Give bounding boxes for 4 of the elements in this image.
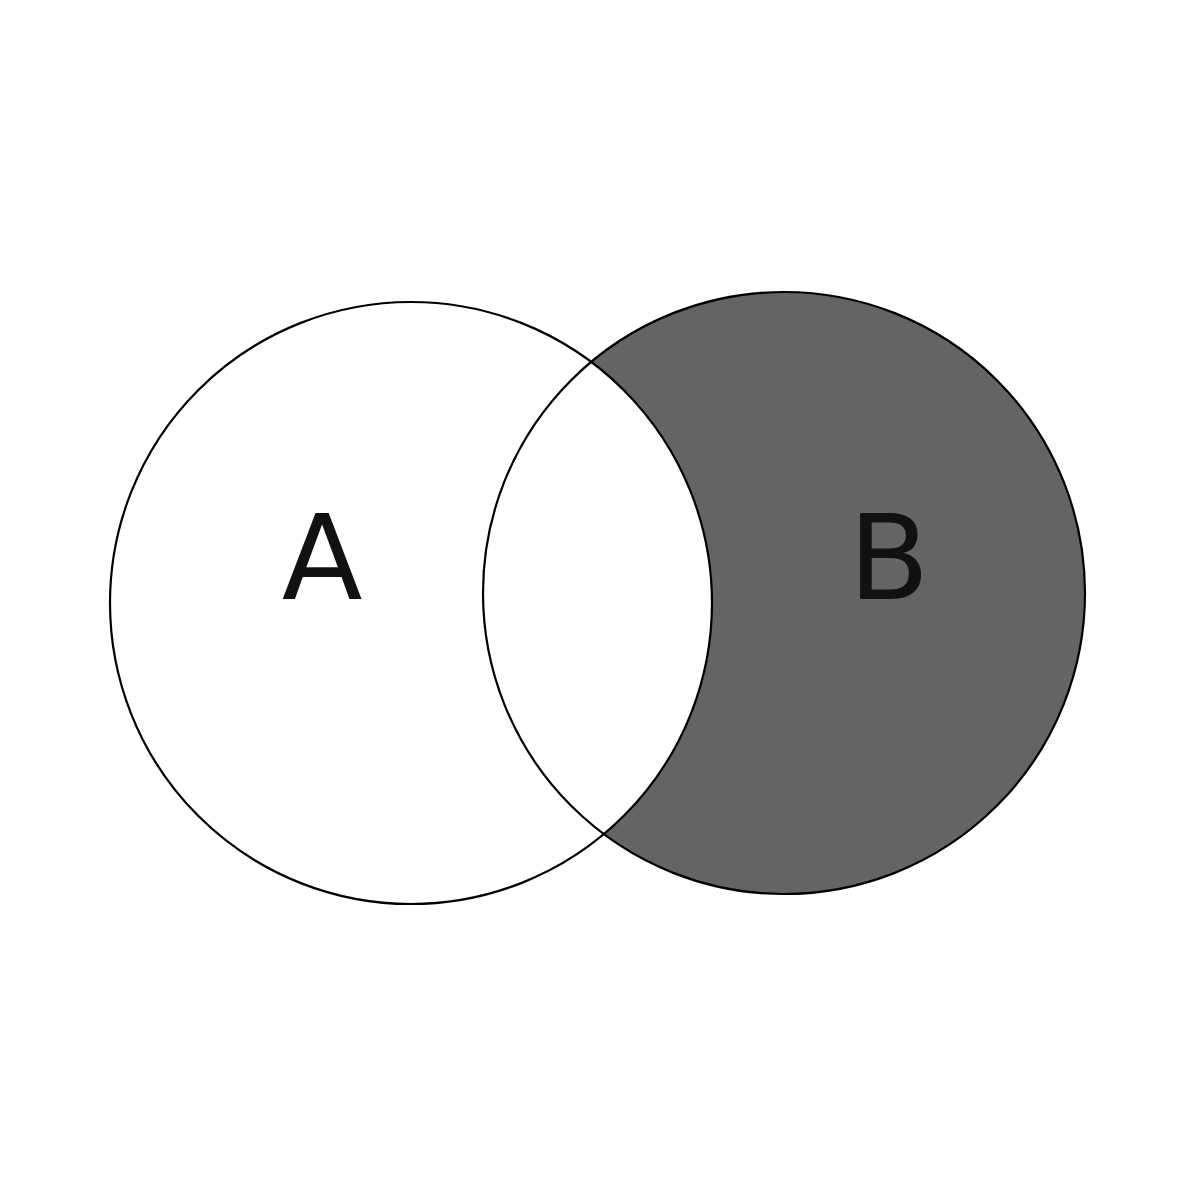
venn-circle <box>481 290 1087 896</box>
venn-circle <box>108 300 714 906</box>
set-label: A <box>281 499 363 617</box>
set-label: B <box>848 499 930 617</box>
